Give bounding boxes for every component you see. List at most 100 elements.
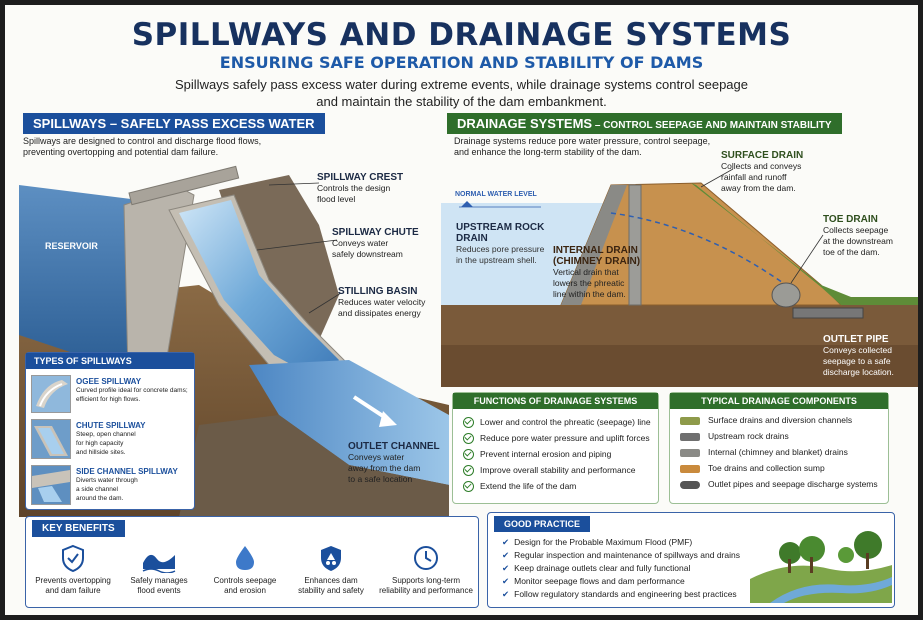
- practice-text: Follow regulatory standards and engineer…: [514, 589, 737, 599]
- type-desc: for high capacity: [76, 440, 124, 447]
- component-text: Internal (chimney and blanket) drains: [708, 447, 848, 457]
- practice-text: Monitor seepage flows and dam performanc…: [514, 576, 685, 586]
- callout-title: TOE DRAIN: [823, 214, 878, 225]
- callout-toe-drain: TOE DRAIN Collects seepage at the downst…: [823, 214, 893, 258]
- practice-item: ✔ Keep drainage outlets clear and fully f…: [502, 563, 690, 574]
- flow-arrow-head: [379, 411, 397, 427]
- check-icon: [463, 481, 474, 493]
- callout-desc: seepage to a safe: [823, 356, 891, 366]
- callout-desc: Reduces water velocity: [338, 297, 426, 307]
- component-text: Toe drains and collection sump: [708, 463, 825, 473]
- callout-desc: Vertical drain that: [553, 267, 619, 277]
- function-item: Prevent internal erosion and piping: [463, 449, 612, 461]
- normal-water-level-label: NORMAL WATER LEVEL: [455, 191, 537, 198]
- component-item: Upstream rock drains: [680, 431, 789, 441]
- infographic-page: SPILLWAYS AND DRAINAGE SYSTEMS ENSURING …: [5, 5, 918, 615]
- intro-line-1: Spillways safely pass excess water durin…: [175, 77, 748, 92]
- benefit-text: Supports long-term: [391, 576, 461, 585]
- chute-spillway-thumbnail: [31, 419, 71, 459]
- callout-title: SPILLWAY CREST: [317, 172, 404, 183]
- callout-desc: Controls the design: [317, 183, 391, 193]
- type-desc: Curved profile ideal for concrete dams;: [76, 387, 188, 394]
- good-practice-panel: GOOD PRACTICE ✔Design for the Probable M…: [487, 512, 895, 608]
- functions-panel: FUNCTIONS OF DRAINAGE SYSTEMS Lower and …: [452, 392, 659, 504]
- components-panel: TYPICAL DRAINAGE COMPONENTS Surface drai…: [669, 392, 889, 504]
- component-item: Toe drains and collection sump: [680, 463, 825, 473]
- callout-title: DRAIN: [456, 233, 488, 244]
- benefit-text: Controls seepage: [213, 576, 277, 585]
- toe-drain-swatch-icon: [680, 464, 700, 473]
- benefit-text: Prevents overtopping: [35, 576, 111, 585]
- shield-structure-icon: [321, 546, 341, 571]
- chimney-drain: [628, 184, 642, 306]
- benefit-text: Safely manages: [130, 576, 188, 585]
- wave-icon: [142, 554, 176, 574]
- benefit-item: Supports long-term reliability and perfo…: [378, 543, 474, 596]
- side-channel-spillway-thumbnail: [31, 465, 71, 505]
- functions-heading: FUNCTIONS OF DRAINAGE SYSTEMS: [453, 393, 658, 409]
- check-icon: [463, 433, 474, 445]
- callout-title: SURFACE DRAIN: [721, 150, 804, 161]
- clock-icon: [414, 546, 438, 570]
- function-text: Improve overall stability and performanc…: [480, 465, 636, 475]
- callout-spillway-chute: SPILLWAY CHUTE Conveys water safely down…: [332, 227, 419, 260]
- type-title: CHUTE SPILLWAY: [76, 421, 146, 430]
- drainage-desc-line-2: and enhance the long-term stability of t…: [454, 147, 642, 157]
- function-text: Prevent internal erosion and piping: [480, 449, 612, 459]
- practice-item: ✔Follow regulatory standards and enginee…: [502, 589, 737, 600]
- intro-text: Spillways safely pass excess water durin…: [5, 76, 918, 110]
- callout-title: UPSTREAM ROCK: [456, 222, 545, 233]
- practice-text: Keep drainage outlets clear and fully fu…: [514, 563, 691, 573]
- component-item: Internal (chimney and blanket) drains: [680, 447, 848, 457]
- benefit-item: Prevents overtopping and dam failure: [30, 543, 116, 596]
- callout-line-basin: [308, 292, 342, 314]
- practice-item: ✔Regular inspection and maintenance of s…: [502, 550, 740, 561]
- phreatic-line: [610, 212, 787, 286]
- function-text: Lower and control the phreatic (seepage)…: [480, 417, 651, 427]
- spillways-desc-line-2: preventing overtopping and potential dam…: [23, 147, 219, 157]
- type-desc: a side channel: [76, 486, 118, 493]
- outlet-channel-water: [249, 360, 449, 485]
- type-side-channel: SIDE CHANNEL SPILLWAY Diverts water thro…: [76, 467, 178, 503]
- pipe-swatch-icon: [680, 480, 700, 489]
- key-benefits-panel: KEY BENEFITS Prevents overtopping and da…: [25, 516, 479, 608]
- callout-desc: line within the dam.: [553, 289, 626, 299]
- callout-desc: away from the dam.: [721, 183, 796, 193]
- shield-check-icon: [62, 544, 84, 573]
- callout-line-surface: [700, 168, 734, 188]
- benefit-text: and dam failure: [45, 586, 101, 595]
- callout-desc: in the upstream shell.: [456, 255, 537, 265]
- function-text: Reduce pore water pressure and uplift fo…: [480, 433, 650, 443]
- component-text: Surface drains and diversion channels: [708, 415, 853, 425]
- type-desc: efficient for high flows.: [76, 396, 141, 403]
- callout-title: OUTLET CHANNEL: [348, 441, 440, 452]
- spillways-description: Spillways are designed to control and di…: [23, 136, 261, 158]
- callout-desc: lowers the phreatic: [553, 278, 625, 288]
- checkmark-icon: ✔: [502, 550, 510, 560]
- components-heading: TYPICAL DRAINAGE COMPONENTS: [670, 393, 888, 409]
- callout-line-chute: [256, 239, 338, 251]
- check-icon: [463, 465, 474, 477]
- function-item: Reduce pore water pressure and uplift fo…: [463, 433, 650, 445]
- type-desc: and hillside sites.: [76, 449, 126, 456]
- callout-upstream-rock-drain: UPSTREAM ROCK DRAIN Reduces pore pressur…: [456, 222, 544, 266]
- types-heading: TYPES OF SPILLWAYS: [26, 353, 194, 369]
- callout-desc: discharge location.: [823, 367, 894, 377]
- checkmark-icon: ✔: [502, 563, 510, 573]
- type-title: OGEE SPILLWAY: [76, 377, 142, 386]
- callout-line-crest: [268, 182, 320, 186]
- rock-drain-swatch-icon: [680, 432, 700, 441]
- callout-stilling-basin: STILLING BASIN Reduces water velocity an…: [338, 286, 425, 319]
- reservoir-water: [19, 185, 149, 365]
- dam-cross-section: [441, 168, 918, 387]
- riprap-rocks: [179, 415, 449, 517]
- foundation-lower: [441, 345, 918, 387]
- spillways-heading: SPILLWAYS – SAFELY PASS EXCESS WATER: [23, 113, 325, 134]
- type-chute: CHUTE SPILLWAY Steep, open channel for h…: [76, 421, 146, 457]
- component-item: Outlet pipes and seepage discharge syste…: [680, 479, 878, 489]
- benefit-text: reliability and performance: [379, 586, 473, 595]
- callout-title: OUTLET PIPE: [823, 334, 889, 345]
- surface-drain-swatch-icon: [680, 416, 700, 425]
- type-desc: around the dam.: [76, 495, 124, 502]
- function-item: Improve overall stability and performanc…: [463, 465, 636, 477]
